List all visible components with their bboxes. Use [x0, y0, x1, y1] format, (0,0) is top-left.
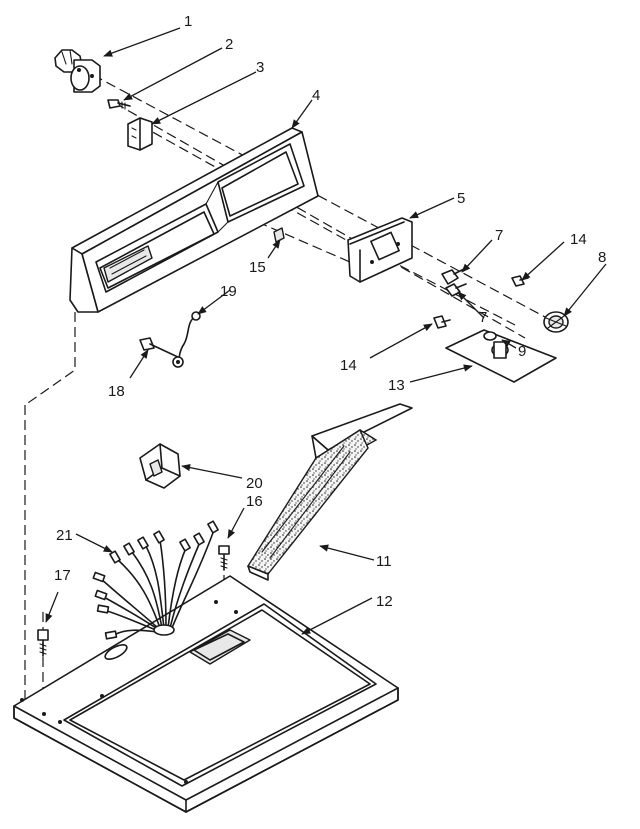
callout-7a: 7 — [495, 227, 503, 244]
part-2-screw — [107, 99, 131, 110]
part-14-screws — [433, 275, 529, 329]
callout-11: 11 — [376, 553, 392, 570]
part-4-console — [69, 127, 319, 313]
callout-19: 19 — [220, 283, 237, 300]
part-5-end-bracket — [347, 217, 413, 283]
part-3-bracket — [127, 117, 153, 151]
part-12-top-panel — [13, 575, 399, 813]
callout-14b: 14 — [340, 357, 357, 374]
part-20-terminal-block — [139, 443, 181, 489]
callout-8: 8 — [598, 249, 606, 266]
callout-labels: 1 2 3 4 5 7 7 8 9 11 12 13 14 14 15 16 1… — [54, 13, 606, 610]
callout-17: 17 — [54, 567, 71, 584]
part-17-screw — [37, 629, 49, 657]
callout-20: 20 — [246, 475, 263, 492]
part-16-screw — [218, 545, 230, 571]
callout-3: 3 — [256, 59, 264, 76]
part-11-lint-filter — [246, 403, 413, 581]
callout-2: 2 — [225, 36, 233, 53]
part-19-ground-wire — [172, 311, 201, 368]
part-21-wire-harness — [92, 520, 219, 640]
callout-4: 4 — [312, 87, 320, 104]
part-18-screw — [139, 337, 181, 359]
callout-15: 15 — [249, 259, 266, 276]
callout-9: 9 — [518, 343, 526, 360]
part-8-knob — [543, 311, 569, 333]
part-9-plate — [445, 329, 557, 383]
callout-21: 21 — [56, 527, 73, 544]
leader-lines — [45, 27, 607, 635]
part-1-switch — [54, 49, 101, 93]
part-15-clip — [273, 227, 285, 243]
callout-14a: 14 — [570, 231, 587, 248]
callout-16: 16 — [246, 493, 263, 510]
callout-18: 18 — [108, 383, 125, 400]
callout-13: 13 — [388, 377, 405, 394]
callout-1: 1 — [184, 13, 192, 30]
callout-5: 5 — [457, 190, 465, 207]
callout-7b: 7 — [479, 309, 487, 326]
callout-12: 12 — [376, 593, 393, 610]
